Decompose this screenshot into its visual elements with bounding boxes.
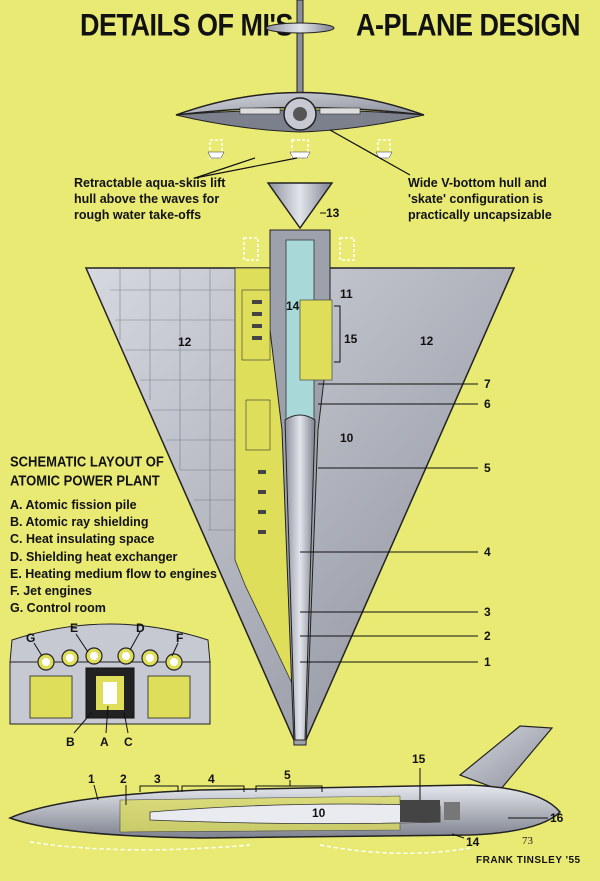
caption-leaders bbox=[194, 129, 411, 179]
legend-item: E. Heating medium flow to engines bbox=[10, 566, 217, 581]
side-label-1: 1 bbox=[88, 772, 95, 786]
legend-item: C. Heat insulating space bbox=[10, 532, 155, 547]
label-12-right: 12 bbox=[420, 334, 434, 348]
letter-E: E bbox=[70, 621, 78, 635]
label-4: 4 bbox=[484, 545, 491, 559]
label-1: 1 bbox=[484, 655, 491, 669]
side-label-4: 4 bbox=[208, 772, 215, 786]
side-label-16: 16 bbox=[550, 811, 564, 825]
schematic-letter-labels: G E D F B A C bbox=[26, 621, 183, 749]
legend-item: A. Atomic fission pile bbox=[10, 498, 137, 512]
plan-view-aircraft bbox=[84, 182, 516, 746]
letter-B: B bbox=[66, 735, 75, 749]
schematic-title-line-2: ATOMIC POWER PLANT bbox=[10, 472, 160, 489]
side-label-5: 5 bbox=[284, 768, 291, 782]
caption-v-bottom-hull: Wide V-bottom hull and 'skate' configura… bbox=[408, 175, 593, 223]
label-3: 3 bbox=[484, 605, 491, 619]
caption-right-line-3: practically uncapsizable bbox=[408, 208, 552, 222]
caption-left-line-3: rough water take-offs bbox=[74, 208, 202, 222]
legend-item: D. Shielding heat exchanger bbox=[10, 549, 178, 564]
side-view-aircraft bbox=[7, 725, 562, 855]
title-left: DETAILS OF MI'S bbox=[80, 7, 293, 43]
letter-C: C bbox=[124, 735, 133, 749]
side-label-15: 15 bbox=[412, 752, 426, 766]
label-5: 5 bbox=[484, 461, 491, 475]
caption-aqua-skis: Retractable aqua-skiis lift hull above t… bbox=[74, 175, 264, 223]
front-view-aircraft bbox=[175, 0, 425, 159]
title-right: A-PLANE DESIGN bbox=[356, 7, 581, 43]
legend-item: F. Jet engines bbox=[10, 584, 92, 599]
label-11: 11 bbox=[340, 287, 353, 301]
label-13: 13 bbox=[326, 206, 340, 220]
artist-credit: FRANK TINSLEY '55 bbox=[476, 855, 581, 866]
side-label-2: 2 bbox=[120, 772, 127, 786]
label-6: 6 bbox=[484, 397, 491, 411]
side-label-3: 3 bbox=[154, 772, 161, 786]
legend-item: B. Atomic ray shielding bbox=[10, 515, 149, 530]
legend-item: G. Control room bbox=[10, 601, 106, 616]
plan-number-labels: 13 11 14 15 12 12 7 6 10 5 4 3 2 1 bbox=[178, 206, 491, 669]
side-label-14: 14 bbox=[466, 835, 480, 849]
label-14: 14 bbox=[286, 299, 300, 313]
label-15: 15 bbox=[344, 332, 358, 346]
page-number: 73 bbox=[522, 835, 533, 847]
letter-A: A bbox=[100, 735, 109, 749]
label-12-left: 12 bbox=[178, 335, 192, 349]
letter-F: F bbox=[176, 631, 183, 645]
schematic-title-line-1: SCHEMATIC LAYOUT OF bbox=[10, 453, 164, 470]
caption-left-line-1: Retractable aqua-skiis lift bbox=[74, 176, 226, 190]
label-2: 2 bbox=[484, 629, 491, 643]
caption-right-line-1: Wide V-bottom hull and bbox=[408, 176, 547, 190]
letter-G: G bbox=[26, 631, 35, 645]
label-10: 10 bbox=[340, 431, 354, 445]
side-label-10: 10 bbox=[312, 806, 326, 820]
caption-right-line-2: 'skate' configuration is bbox=[408, 192, 544, 206]
side-number-labels: 1 2 3 4 5 15 10 16 14 bbox=[88, 752, 564, 849]
schematic-legend: A. Atomic fission pile B. Atomic ray shi… bbox=[10, 497, 217, 617]
label-7: 7 bbox=[484, 377, 491, 391]
schematic-title: SCHEMATIC LAYOUT OF ATOMIC POWER PLANT bbox=[10, 452, 164, 489]
power-plant-schematic bbox=[9, 623, 211, 734]
caption-left-line-2: hull above the waves for bbox=[74, 192, 220, 206]
letter-D: D bbox=[136, 621, 145, 635]
